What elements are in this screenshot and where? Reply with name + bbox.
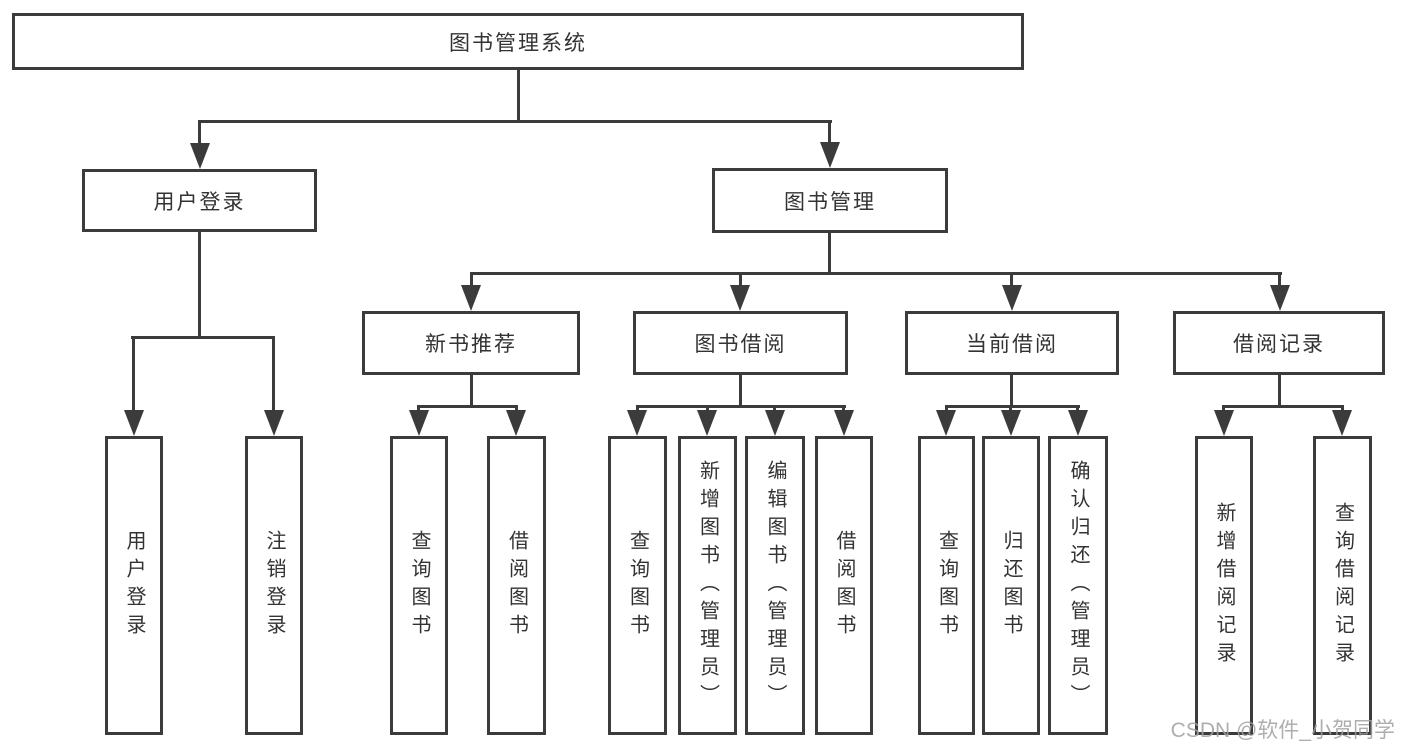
node-book-borrow: 图书借阅 (633, 311, 848, 375)
leaf-edit-books-admin: 编辑图书（管理员） (745, 436, 805, 735)
leaf-confirm-return-admin-label: 确认归还（管理员） (1067, 459, 1089, 712)
arrow-down-icon (697, 410, 717, 436)
node-user-login: 用户登录 (82, 169, 317, 232)
arrow-down-icon (765, 410, 785, 436)
node-book-borrow-label: 图书借阅 (694, 333, 787, 356)
connector-drop-leaf (132, 336, 135, 412)
connector-current-borrow-stem (1010, 375, 1013, 408)
connector-current-borrow-bus (945, 405, 1080, 408)
arrow-down-icon (1214, 410, 1234, 436)
connector-drop-new-book (470, 272, 473, 287)
leaf-borrow-books-1: 借阅图书 (487, 436, 546, 735)
arrow-down-icon (461, 285, 481, 311)
arrow-down-icon (190, 143, 210, 169)
connector-root-bus (198, 120, 832, 123)
leaf-query-books-2: 查询图书 (608, 436, 667, 735)
leaf-return-books-label: 归还图书 (1000, 529, 1022, 642)
leaf-logout-label: 注销登录 (263, 529, 285, 642)
leaf-return-books: 归还图书 (982, 436, 1040, 735)
node-current-borrow: 当前借阅 (905, 311, 1119, 375)
connector-drop-current-borrow (1010, 272, 1013, 287)
arrow-down-icon (264, 410, 284, 436)
connector-book-mgmt-bus (470, 272, 1282, 275)
connector-drop-book-borrow (739, 272, 742, 287)
leaf-query-books-3-label: 查询图书 (935, 529, 958, 642)
node-new-book-recommend: 新书推荐 (362, 311, 580, 375)
leaf-add-borrow-record-label: 新增借阅记录 (1213, 501, 1235, 670)
node-root: 图书管理系统 (12, 13, 1024, 70)
connector-drop-leaf (773, 405, 776, 412)
node-book-mgmt: 图书管理 (712, 168, 948, 233)
arrow-down-icon (730, 285, 750, 311)
arrow-down-icon (1068, 410, 1088, 436)
leaf-borrow-books-2: 借阅图书 (815, 436, 873, 735)
connector-borrow-records-bus (1223, 405, 1344, 408)
node-book-mgmt-label: 图书管理 (784, 190, 876, 214)
connector-drop-leaf (706, 405, 709, 412)
connector-new-book-stem (470, 375, 473, 408)
arrow-down-icon (124, 410, 144, 436)
arrow-down-icon (1002, 285, 1022, 311)
node-borrow-records: 借阅记录 (1173, 311, 1385, 375)
connector-drop-leaf (1076, 405, 1079, 412)
leaf-add-books-admin: 新增图书（管理员） (678, 436, 737, 735)
connector-borrow-records-stem (1278, 375, 1281, 408)
leaf-confirm-return-admin: 确认归还（管理员） (1048, 436, 1108, 735)
leaf-edit-books-admin-label: 编辑图书（管理员） (764, 459, 786, 712)
arrow-down-icon (409, 410, 429, 436)
leaf-user-login-label: 用户登录 (123, 529, 145, 642)
arrow-down-icon (506, 410, 526, 436)
connector-book-borrow-stem (739, 375, 742, 408)
leaf-add-books-admin-label: 新增图书（管理员） (696, 459, 719, 712)
leaf-query-borrow-record: 查询借阅记录 (1313, 436, 1372, 735)
connector-root-stem (517, 70, 520, 122)
connector-drop-book-mgmt (828, 120, 831, 144)
leaf-user-login: 用户登录 (105, 436, 163, 735)
leaf-query-books-1-label: 查询图书 (408, 529, 430, 642)
leaf-borrow-books-2-label: 借阅图书 (833, 529, 855, 642)
leaf-logout: 注销登录 (245, 436, 303, 735)
node-user-login-label: 用户登录 (153, 190, 246, 214)
arrow-down-icon (834, 410, 854, 436)
connector-drop-user-login (198, 120, 201, 145)
connector-user-login-stem (198, 232, 201, 338)
leaf-borrow-books-1-label: 借阅图书 (505, 529, 528, 642)
connector-drop-leaf (945, 405, 948, 412)
node-current-borrow-label: 当前借阅 (966, 333, 1058, 356)
connector-drop-borrow-records (1278, 272, 1281, 287)
csdn-watermark: CSDN @软件_小贺同学 (1170, 719, 1395, 742)
arrow-down-icon (1001, 410, 1021, 436)
connector-user-login-bus (131, 336, 275, 339)
connector-drop-leaf (636, 405, 639, 412)
connector-drop-leaf (842, 405, 845, 412)
node-borrow-records-label: 借阅记录 (1233, 333, 1325, 356)
arrow-down-icon (1270, 285, 1290, 311)
connector-drop-leaf (417, 405, 420, 412)
arrow-down-icon (936, 410, 956, 436)
connector-drop-leaf (1009, 405, 1012, 412)
arrow-down-icon (627, 410, 647, 436)
arrow-down-icon (820, 142, 840, 168)
connector-book-mgmt-stem (828, 233, 831, 275)
leaf-add-borrow-record: 新增借阅记录 (1195, 436, 1253, 735)
connector-drop-leaf (1222, 405, 1225, 412)
node-new-book-recommend-label: 新书推荐 (425, 333, 517, 356)
arrow-down-icon (1332, 410, 1352, 436)
leaf-query-borrow-record-label: 查询借阅记录 (1331, 501, 1354, 670)
connector-new-book-bus (417, 405, 518, 408)
node-root-label: 图书管理系统 (449, 31, 587, 55)
connector-book-borrow-bus (636, 405, 846, 408)
leaf-query-books-3: 查询图书 (918, 436, 975, 735)
connector-drop-leaf (1341, 405, 1344, 412)
connector-drop-leaf (515, 405, 518, 412)
connector-drop-leaf (272, 336, 275, 412)
leaf-query-books-1: 查询图书 (390, 436, 448, 735)
leaf-query-books-2-label: 查询图书 (626, 529, 649, 642)
